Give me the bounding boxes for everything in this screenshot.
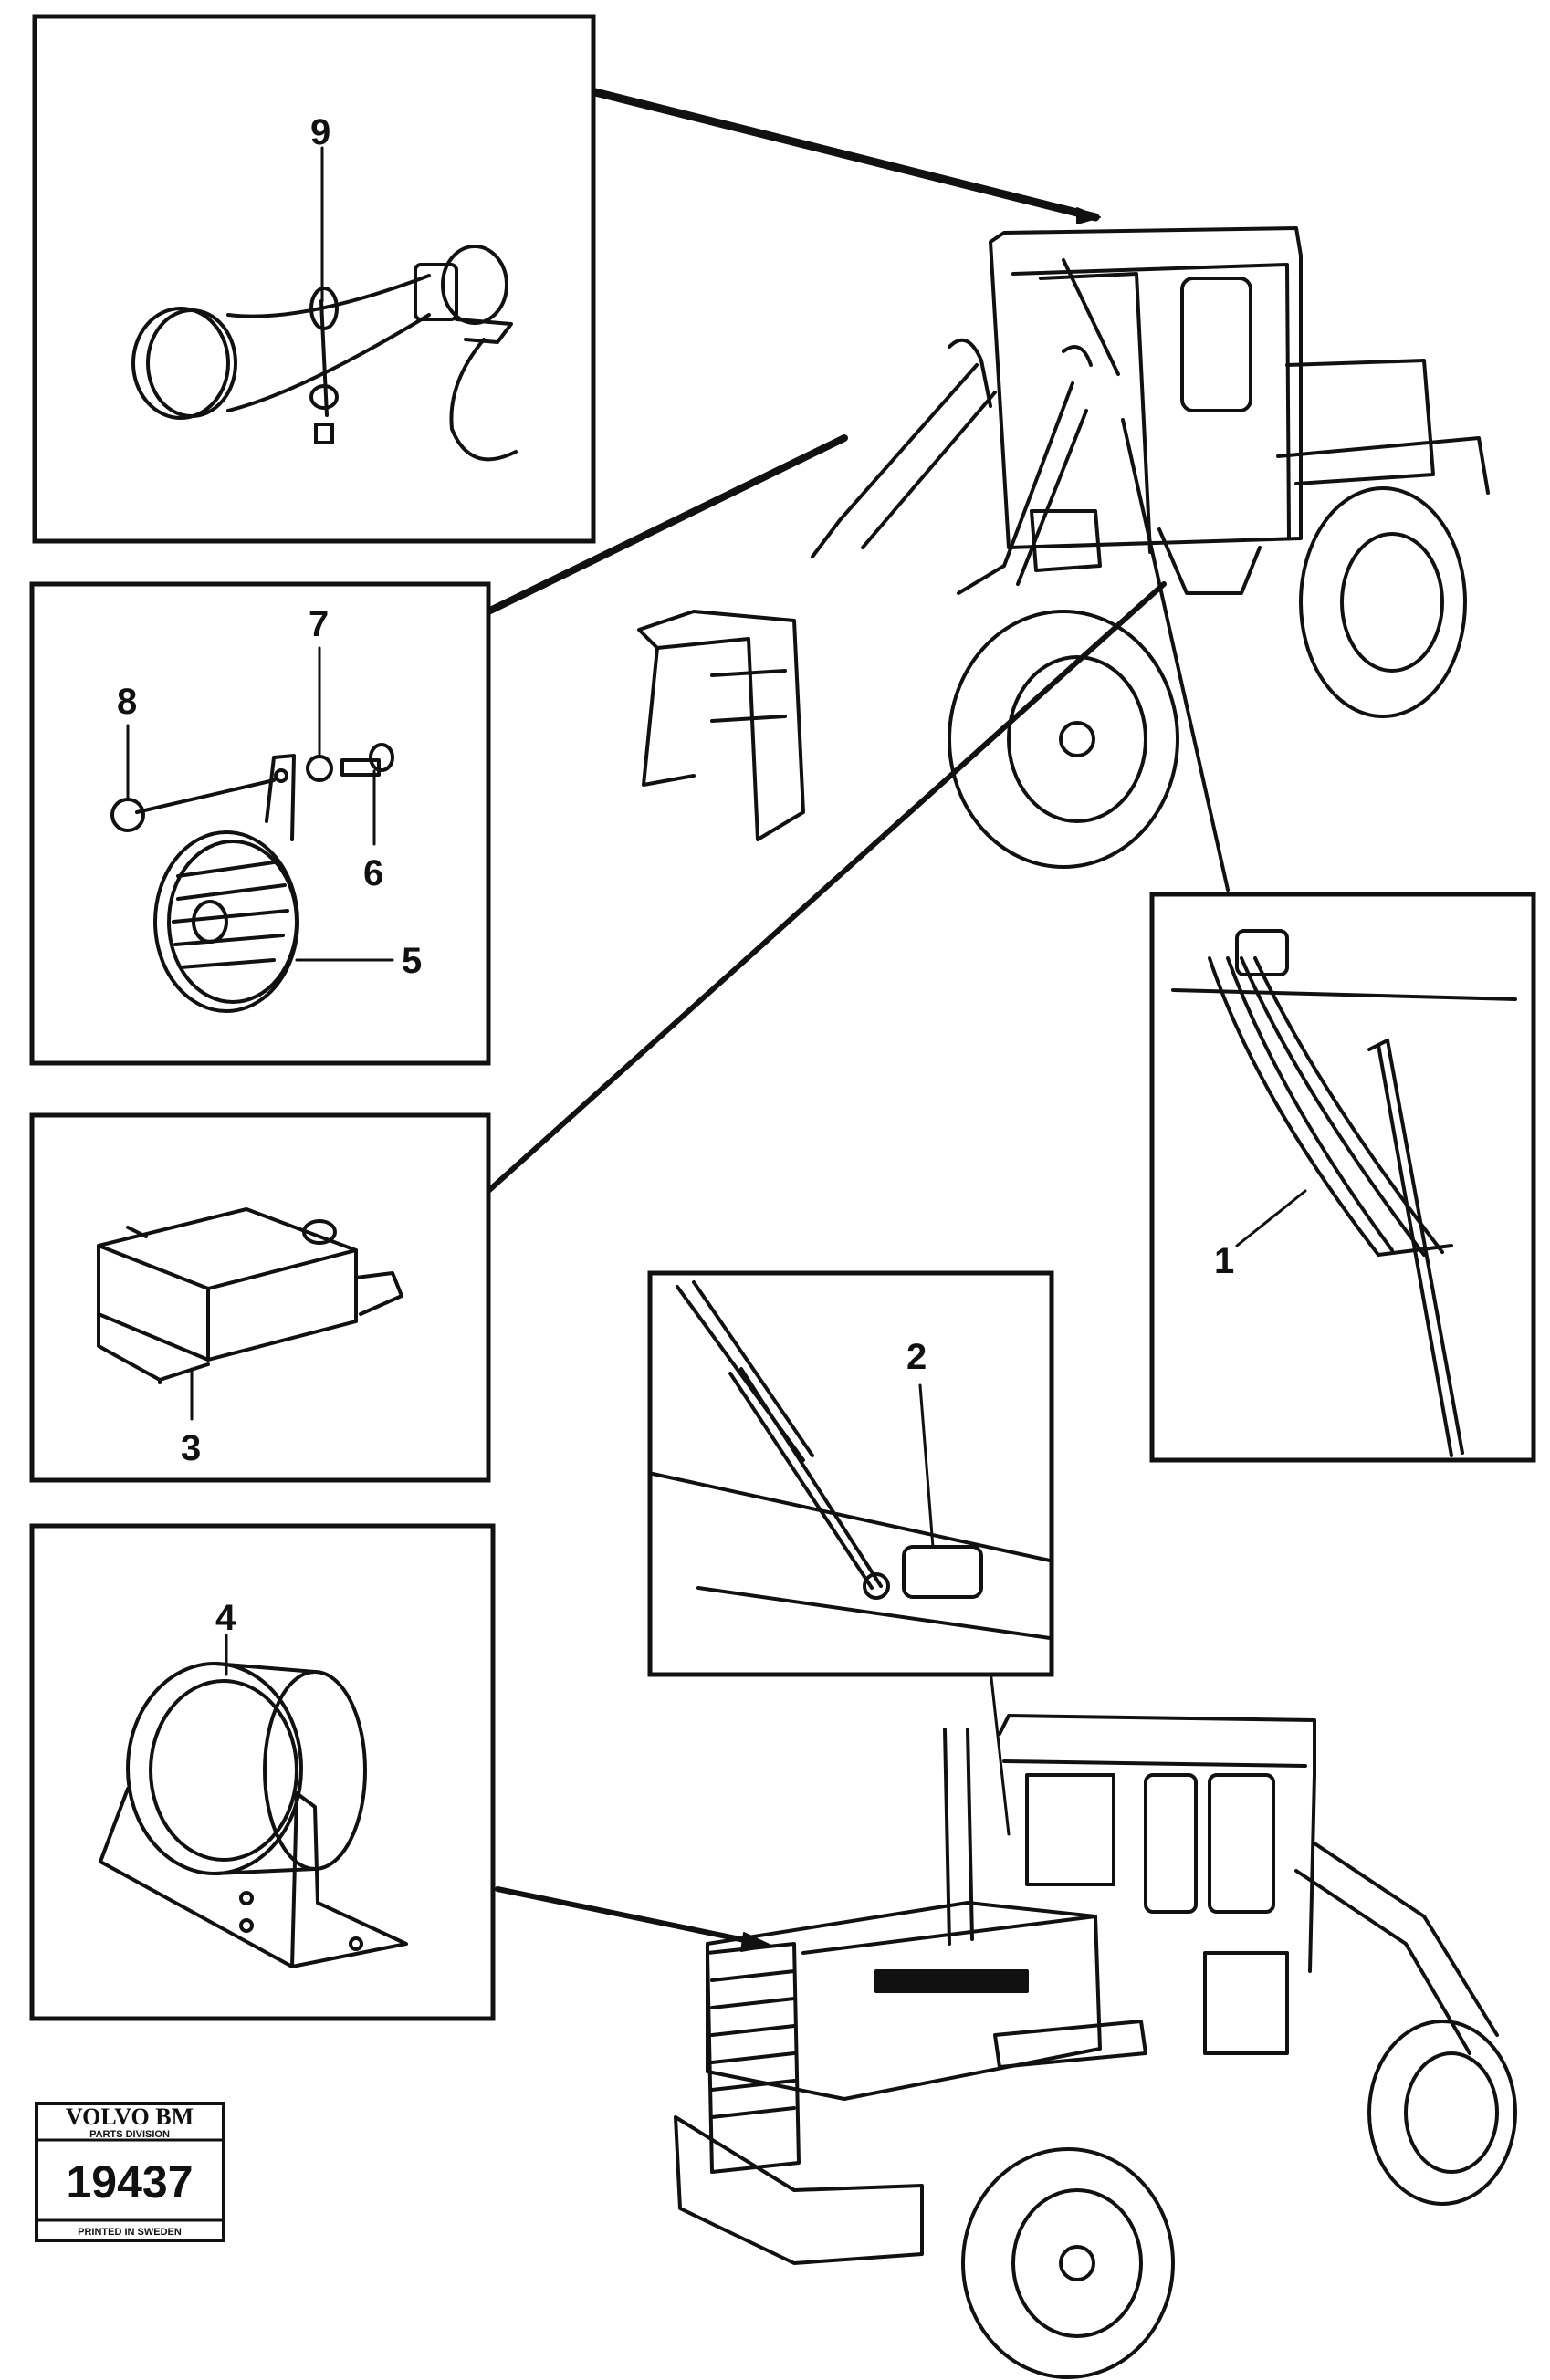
callout-2: 2 xyxy=(906,1337,927,1377)
callout-6: 6 xyxy=(363,853,383,893)
callout-3: 3 xyxy=(181,1428,201,1468)
callout-5: 5 xyxy=(402,941,422,981)
callout-7: 7 xyxy=(309,604,329,644)
stamp-brand: VOLVO BM xyxy=(66,2103,194,2130)
callout-4: 4 xyxy=(215,1598,236,1638)
detail-box-relay: 3 xyxy=(29,1112,491,1483)
detail-box-air-horn: 9 xyxy=(32,14,596,544)
detail-box-horn-bracket: 8 7 6 5 xyxy=(29,581,491,1066)
detail-box-rear-wiper: 2 xyxy=(647,1270,1054,1677)
wheel-loader-rear-view xyxy=(674,1714,1517,2379)
detail-box-round-horn: 4 xyxy=(29,1523,496,2021)
callout-1: 1 xyxy=(1214,1241,1234,1281)
volvo-bm-parts-stamp: VOLVO BM PARTS DIVISION 19437 PRINTED IN… xyxy=(35,2102,225,2242)
wheel-loader-front-view xyxy=(637,226,1490,869)
callout-9: 9 xyxy=(310,112,330,152)
leader-lines xyxy=(485,87,1230,1952)
stamp-number: 19437 xyxy=(66,2156,193,2208)
detail-box-wiper-arm: 1 xyxy=(1149,892,1536,1463)
callout-8: 8 xyxy=(117,682,137,722)
stamp-division: PARTS DIVISION xyxy=(89,2129,170,2140)
stamp-printed: PRINTED IN SWEDEN xyxy=(78,2227,182,2238)
